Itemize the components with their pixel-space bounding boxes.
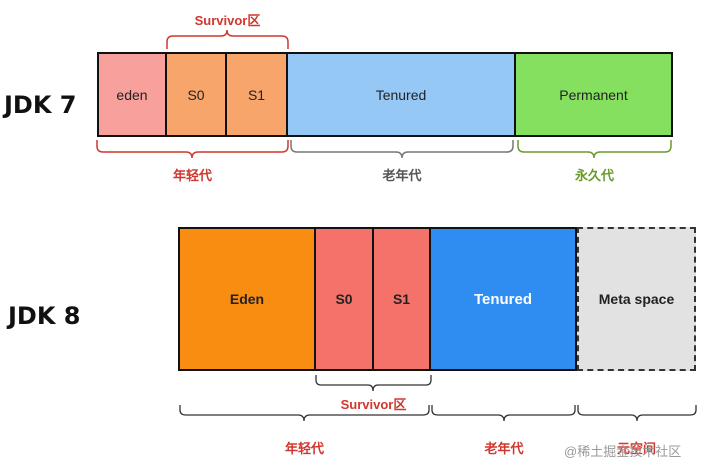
jdk8-s1-segment: S1 <box>374 227 431 371</box>
jdk7-eden-label: eden <box>116 86 148 103</box>
jdk8-young-caption: 年轻代 <box>284 441 324 456</box>
jdk8-tenured-label: Tenured <box>473 290 533 308</box>
jdk7-s0-segment: S0 <box>167 52 227 137</box>
jdk8-s1-label: S1 <box>392 291 411 307</box>
jdk7-s1-segment: S1 <box>227 52 288 137</box>
watermark: @稀土掘金技术社区 <box>564 444 682 459</box>
jdk7-permanent-segment: Permanent <box>516 52 673 137</box>
jdk8-eden-segment: Eden <box>178 227 316 371</box>
jdk7-perm-caption: 永久代 <box>574 168 614 183</box>
jdk7-perm-brace <box>517 140 672 159</box>
jdk8-label: JDK 8 <box>8 302 81 330</box>
jdk7-s0-label: S0 <box>187 86 205 103</box>
jdk7-old-caption: 老年代 <box>382 168 422 183</box>
jdk8-old-brace <box>431 405 576 422</box>
jdk8-young-brace <box>179 405 430 422</box>
jdk8-meta-brace <box>577 405 697 422</box>
jdk8-metaspace-segment: Meta space <box>577 227 696 371</box>
jdk8-eden-label: Eden <box>229 291 265 307</box>
jdk7-tenured-label: Tenured <box>375 86 427 103</box>
jdk7-s1-label: S1 <box>247 86 266 103</box>
jdk7-label: JDK 7 <box>4 91 77 119</box>
jdk8-survivor-brace <box>315 375 432 392</box>
jdk8-metaspace-label: Meta space <box>598 291 675 307</box>
jdk7-eden-segment: eden <box>97 52 167 137</box>
jdk7-tenured-segment: Tenured <box>288 52 516 137</box>
jdk7-survivor-caption: Survivor区 <box>194 13 261 28</box>
jdk7-permanent-label: Permanent <box>559 86 628 103</box>
jdk8-tenured-segment: Tenured <box>431 227 577 371</box>
jdk8-meta-caption: 元空间 <box>616 441 656 456</box>
jdk8-s0-segment: S0 <box>316 227 374 371</box>
jdk8-survivor-caption: Survivor区 <box>340 397 407 412</box>
jdk8-s0-label: S0 <box>335 291 353 307</box>
jdk7-young-brace <box>96 140 289 159</box>
jdk7-young-caption: 年轻代 <box>172 168 212 183</box>
jdk7-survivor-brace <box>166 29 289 49</box>
jdk8-old-caption: 老年代 <box>484 441 524 456</box>
jdk7-old-brace <box>290 140 514 159</box>
